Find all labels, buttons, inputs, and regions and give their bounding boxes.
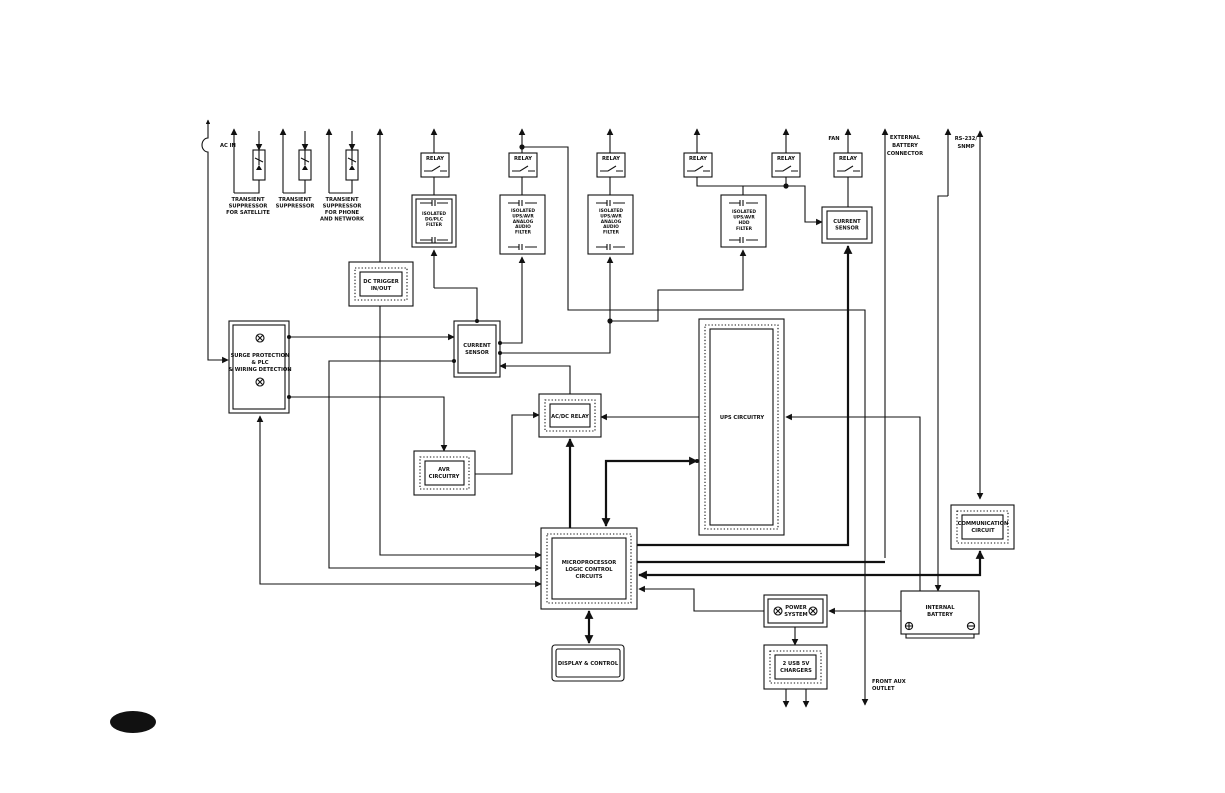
- ac-in-label: AC IN: [220, 143, 236, 149]
- svg-text:RELAY: RELAY: [602, 156, 620, 162]
- connector-dots: [287, 319, 699, 463]
- svg-text:DISPLAY & CONTROL: DISPLAY & CONTROL: [558, 661, 619, 667]
- svg-text:RELAY: RELAY: [777, 156, 795, 162]
- svg-text:AC/DC RELAY: AC/DC RELAY: [551, 414, 589, 420]
- surge-protection-block: SURGE PROTECTION& PLC& WIRING DETECTION: [228, 320, 292, 414]
- svg-text:SURGE PROTECTION& PLC& WIRING: SURGE PROTECTION& PLC& WIRING DETECTION: [228, 353, 291, 373]
- svg-text:RELAY: RELAY: [839, 156, 857, 162]
- relay-2: RELAY: [508, 152, 538, 178]
- relay-5: RELAY: [771, 152, 801, 178]
- rs232-label: RS-232/SNMP: [955, 136, 978, 150]
- fan-label: FAN: [828, 136, 839, 142]
- relay-fan: RELAY FAN: [828, 136, 863, 178]
- svg-text:RELAY: RELAY: [514, 156, 532, 162]
- svg-text:RELAY: RELAY: [689, 156, 707, 162]
- output-arrows: [205, 119, 984, 558]
- page-tab-marker: [110, 711, 156, 733]
- ups-circuitry-block: UPS CIRCUITRY: [698, 318, 785, 536]
- acdc-relay-block: AC/DC RELAY: [538, 393, 602, 438]
- relay-1: RELAY: [420, 152, 450, 178]
- relay-3: RELAY: [596, 152, 626, 178]
- svg-text:UPS CIRCUITRY: UPS CIRCUITRY: [720, 415, 764, 421]
- connections: [256, 144, 985, 708]
- display-control-block: DISPLAY & CONTROL: [551, 644, 625, 682]
- relay-4: RELAY: [683, 152, 713, 178]
- ac-in-inlet: AC IN: [201, 130, 236, 364]
- svg-text:RELAY: RELAY: [426, 156, 444, 162]
